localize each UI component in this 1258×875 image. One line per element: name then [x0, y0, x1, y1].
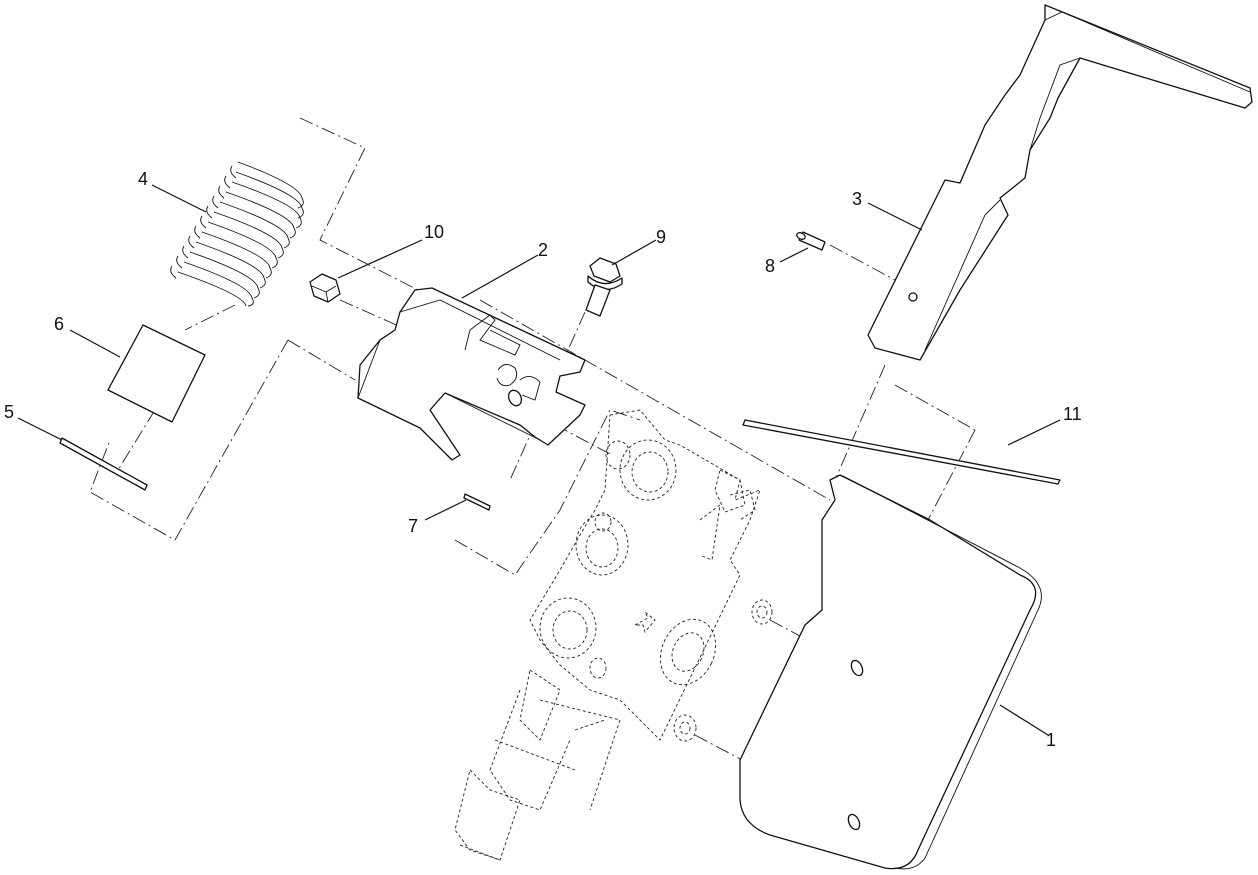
callout-6: 6 — [54, 314, 64, 334]
spacer-block — [107, 324, 206, 423]
callout-8: 8 — [765, 256, 775, 276]
mounting-plate — [739, 474, 1042, 870]
callout-2: 2 — [538, 240, 548, 260]
callout-10: 10 — [424, 222, 444, 242]
callout-7: 7 — [408, 516, 418, 536]
hex-bolt — [309, 273, 341, 303]
compression-spring — [170, 161, 304, 307]
callout-labels: 1 2 3 4 5 6 7 8 9 10 11 — [4, 169, 1082, 750]
hydraulic-valve — [454, 409, 773, 861]
callout-3: 3 — [852, 189, 862, 209]
flange-bolt — [585, 257, 623, 317]
plate-hole-lower — [847, 813, 861, 831]
plate-hole-upper — [850, 659, 864, 677]
thin-washer — [59, 437, 148, 491]
retainer-clip — [463, 493, 491, 511]
leader-lines — [17, 184, 1061, 736]
pedal-pin-hole — [908, 292, 918, 302]
shim-strip — [742, 419, 1061, 485]
callout-11: 11 — [1063, 404, 1082, 424]
callout-1: 1 — [1046, 730, 1056, 750]
pedal-bracket — [357, 287, 586, 461]
clevis-pin — [796, 231, 826, 251]
callout-5: 5 — [4, 402, 14, 422]
callout-9: 9 — [656, 227, 666, 247]
callout-4: 4 — [138, 169, 148, 189]
pedal-arm — [867, 4, 1253, 361]
